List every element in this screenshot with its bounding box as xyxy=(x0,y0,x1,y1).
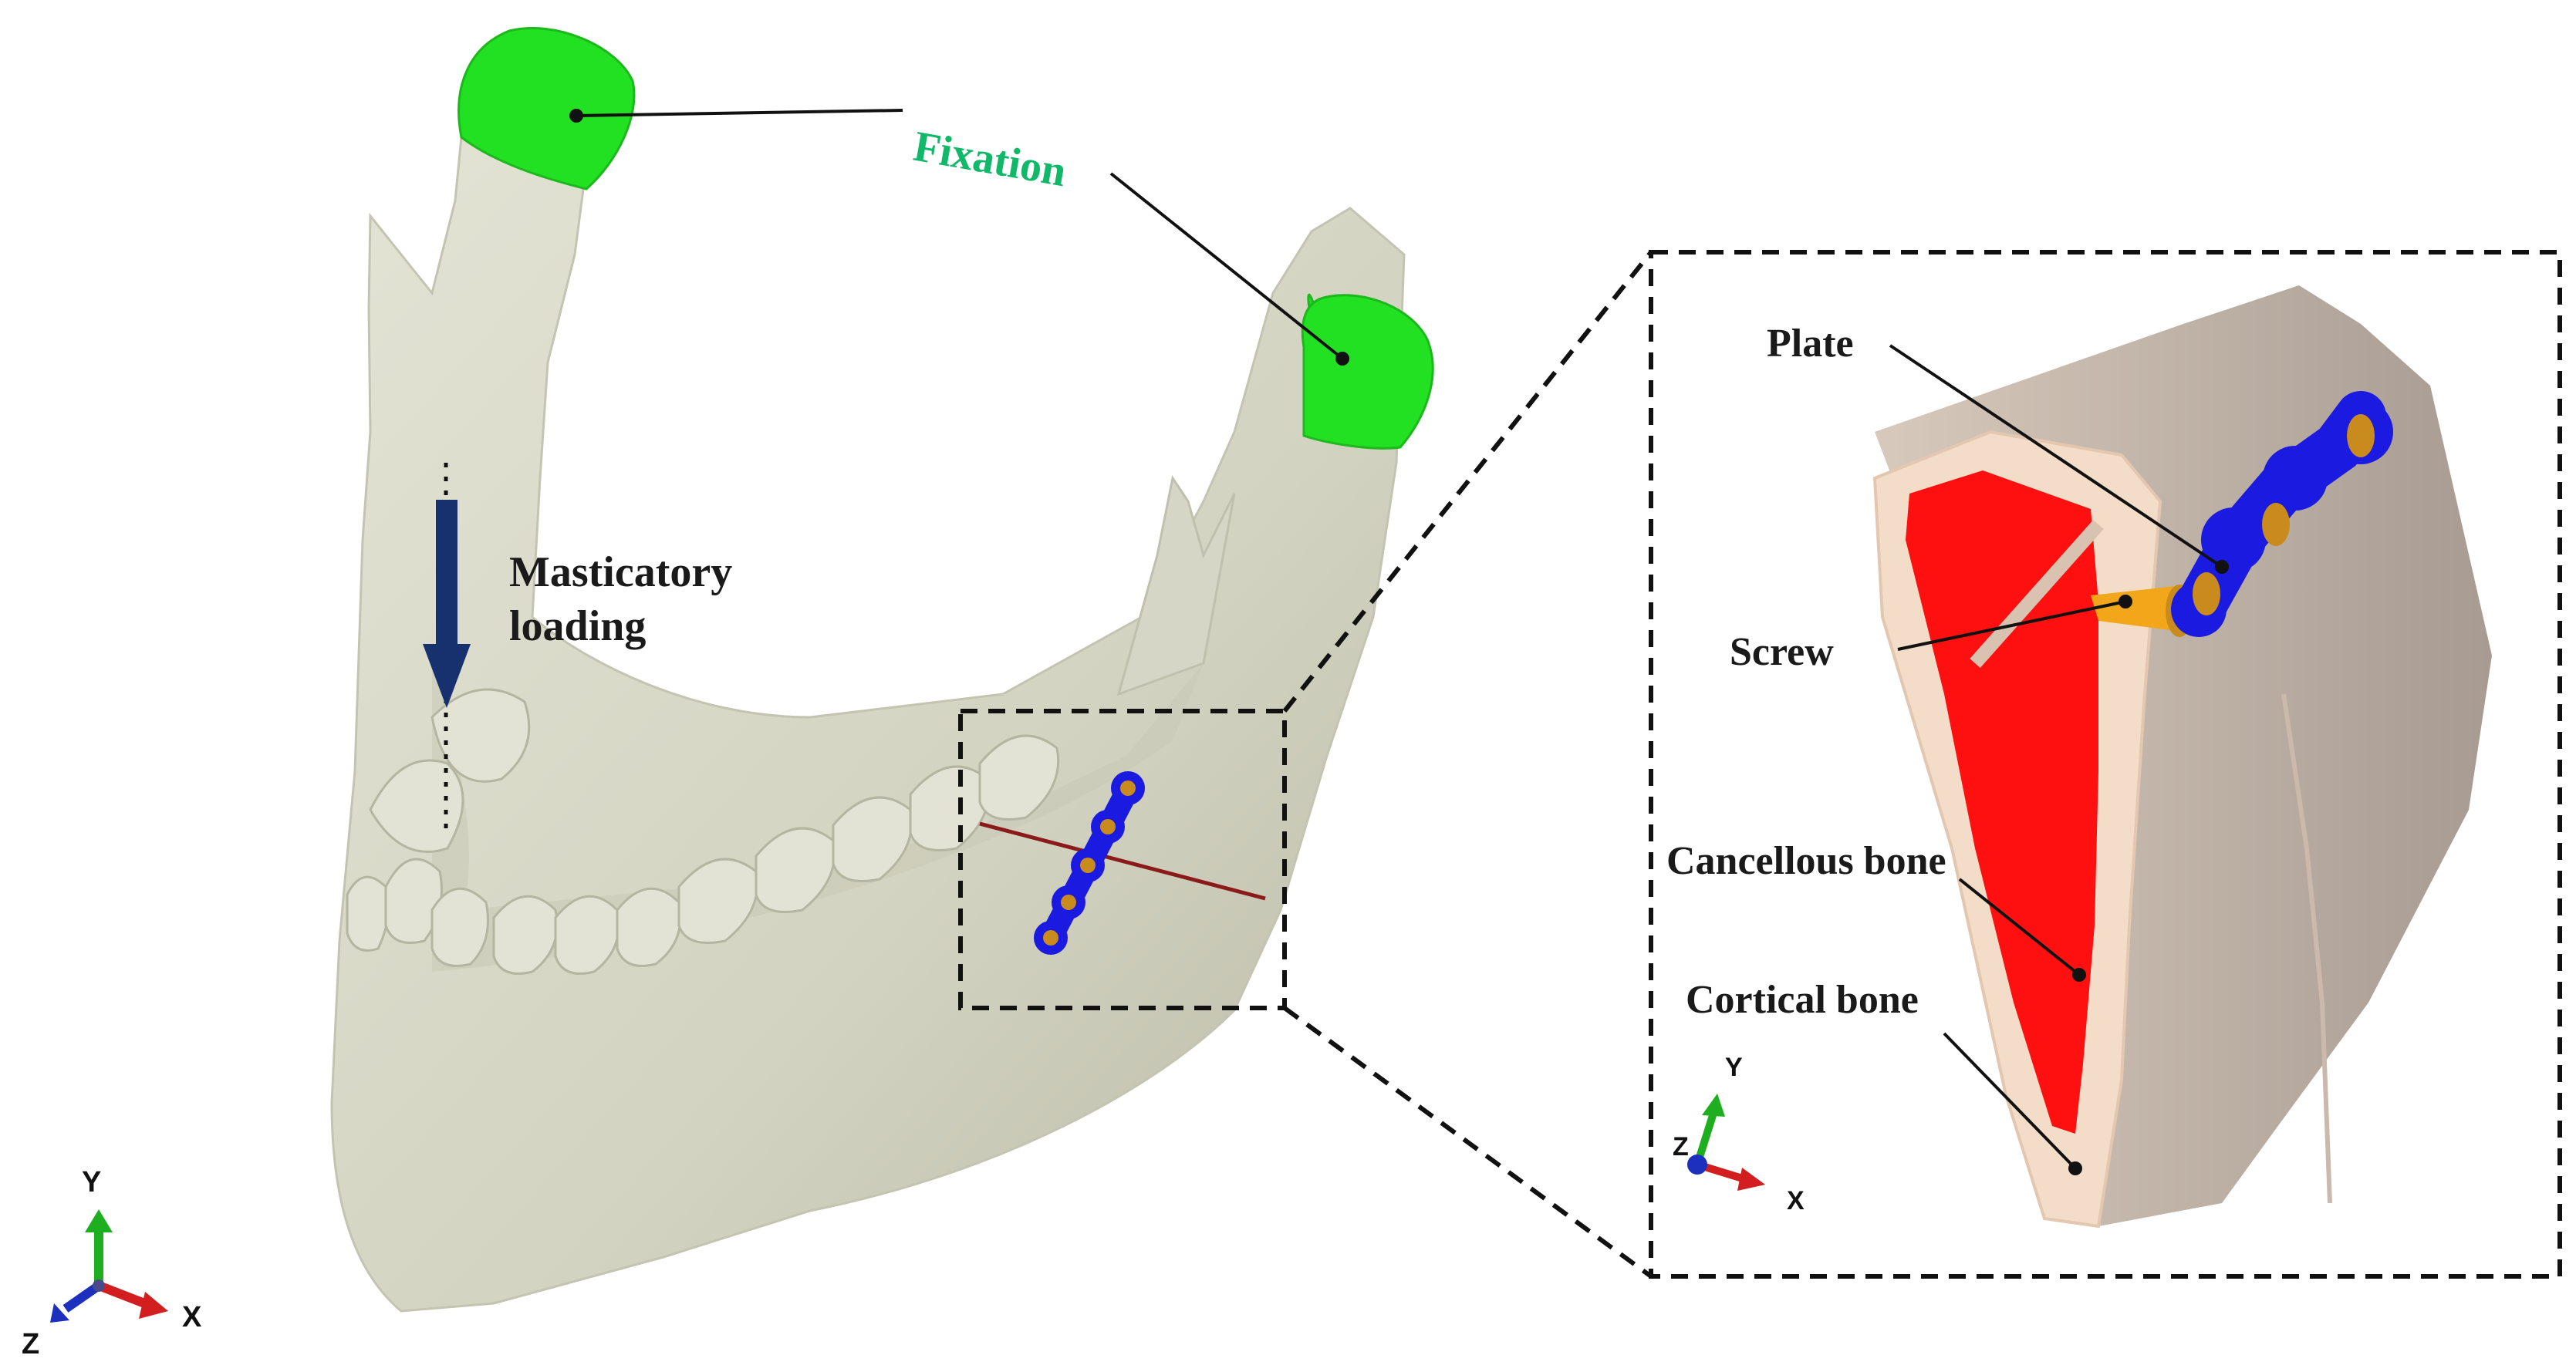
load-arrow-icon xyxy=(423,500,471,708)
plate-label: Plate xyxy=(1767,322,1854,366)
detail-axis-x-label: X xyxy=(1787,1186,1805,1215)
axis-x-label: X xyxy=(182,1301,202,1333)
cross-section-detail xyxy=(1872,285,2492,1229)
right-condyle-fixation-cap xyxy=(1301,294,1434,450)
axis-y-label: Y xyxy=(82,1166,101,1198)
axis-triad-icon xyxy=(50,1209,168,1323)
leader-lines xyxy=(576,109,1344,360)
right-coronoid xyxy=(1116,475,1236,696)
callout-box-small xyxy=(958,709,1287,1010)
callout-connector-bottom xyxy=(1283,1006,1653,1279)
cancellous-point xyxy=(2072,968,2086,982)
fixation-label: Fixation xyxy=(910,123,1070,197)
masticatory-label-line1: Masticatory xyxy=(509,548,732,596)
detail-leader-lines xyxy=(1889,344,2223,1170)
section-edge xyxy=(2281,693,2332,1204)
plate-point xyxy=(2215,560,2229,574)
teeth-row xyxy=(346,688,1060,975)
detail-axis-z-label: Z xyxy=(1673,1132,1689,1161)
axis-z-label: Z xyxy=(22,1328,39,1360)
callout-box-large xyxy=(1649,250,2562,1279)
detail-axis-y-label: Y xyxy=(1725,1053,1743,1082)
mandible-model xyxy=(330,27,1434,1313)
masticatory-label-line2: loading xyxy=(509,602,646,650)
left-condyle-fixation xyxy=(457,27,636,190)
screw-point xyxy=(2119,595,2132,608)
cancellous-label: Cancellous bone xyxy=(1666,839,1946,883)
cortical-point xyxy=(2068,1161,2082,1175)
cortical-label: Cortical bone xyxy=(1686,978,1919,1022)
fixation-point-right xyxy=(1335,352,1349,366)
axis-triad-detail-icon xyxy=(1687,1094,1765,1191)
callout-connector-top xyxy=(1282,251,1653,713)
mandible-body xyxy=(330,114,1406,1313)
fracture-line xyxy=(979,821,1266,901)
screw-label: Screw xyxy=(1730,630,1834,674)
fixation-point-left xyxy=(569,109,583,123)
bone-plate-icon xyxy=(1034,771,1145,955)
fracture-gap xyxy=(1970,520,2104,668)
